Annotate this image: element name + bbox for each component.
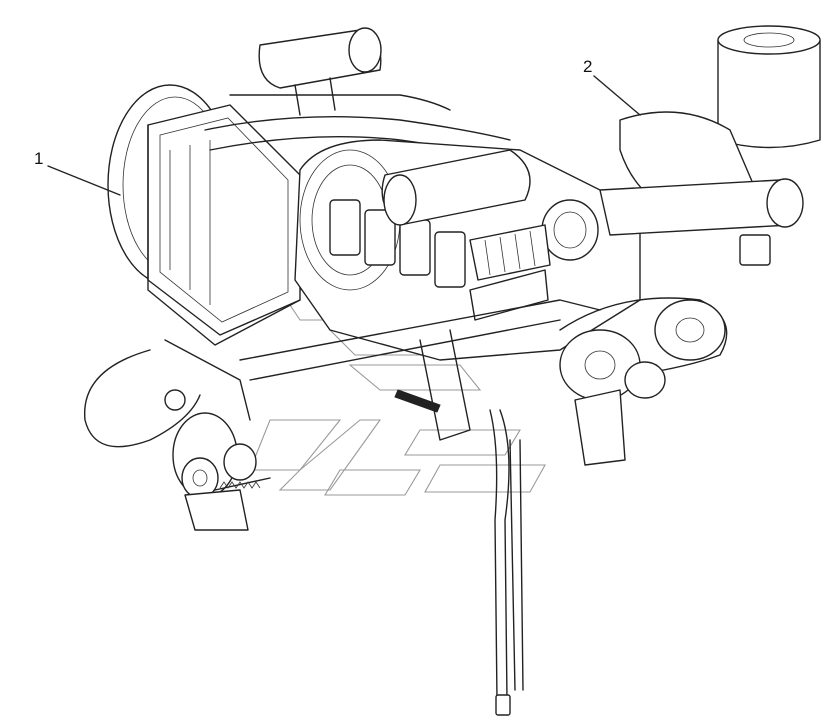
- radiator: [147, 104, 301, 346]
- drain-hoses: [489, 409, 524, 716]
- spring-elements: [394, 389, 441, 413]
- cable-loop: [84, 349, 201, 448]
- leader-line-2: [593, 75, 641, 116]
- tensioner-assembly: [164, 339, 271, 531]
- belt-drive: [559, 297, 728, 466]
- turbocharger: [469, 199, 599, 321]
- leader-lines: [47, 75, 641, 196]
- engine-block: [294, 139, 641, 361]
- callout-label-2: 2: [583, 57, 593, 76]
- air-pipe-cylinder: [381, 149, 531, 226]
- air-filter: [599, 25, 821, 266]
- leader-line-1: [47, 165, 121, 196]
- expansion-tank: [258, 27, 382, 116]
- support-frame: [239, 299, 601, 441]
- callout-label-1: 1: [34, 149, 44, 168]
